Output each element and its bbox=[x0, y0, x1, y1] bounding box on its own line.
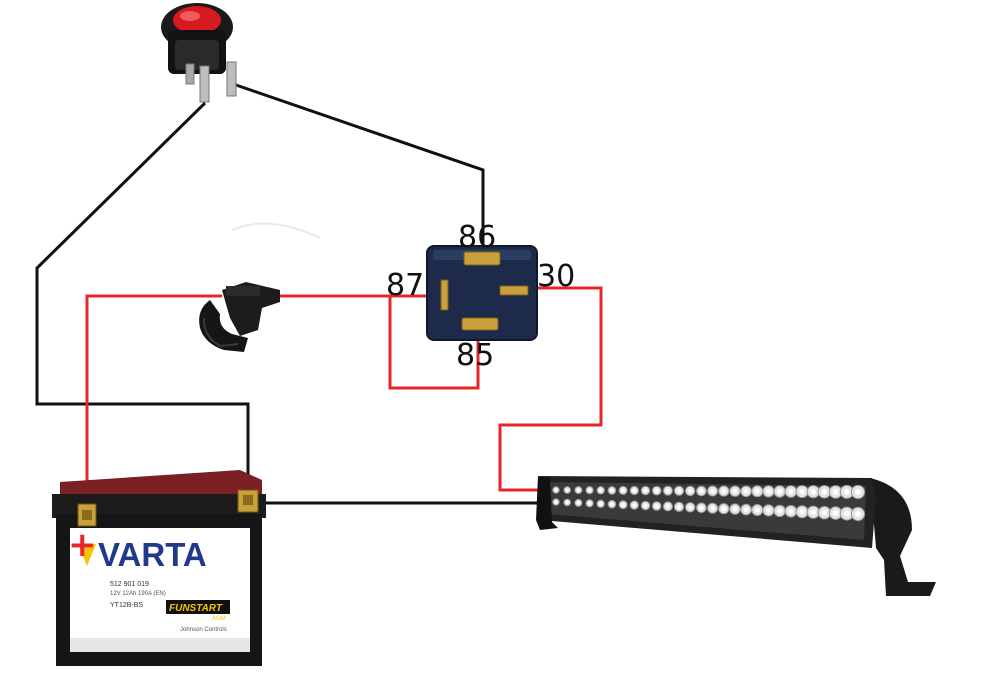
led-lens-center bbox=[665, 504, 670, 509]
led-lens-center bbox=[777, 488, 783, 495]
led-lens-center bbox=[810, 509, 816, 515]
led-lens-center bbox=[721, 488, 727, 494]
relay-pin-label-85: 85 bbox=[456, 338, 494, 373]
led-lens-center bbox=[565, 500, 569, 504]
led-lens-center bbox=[710, 488, 715, 494]
led-lens-center bbox=[688, 488, 693, 493]
led-lens-center bbox=[855, 489, 861, 495]
battery-spec-line: 12V 12Ah 190A (EN) bbox=[110, 591, 166, 597]
led-lens-center bbox=[832, 510, 839, 516]
led-lens-center bbox=[565, 488, 569, 492]
led-lens-center bbox=[665, 488, 670, 493]
relay-body bbox=[426, 245, 538, 341]
led-lens-center bbox=[632, 488, 637, 493]
relay: 86 87 30 85 bbox=[386, 220, 575, 373]
lightbar-right-bracket bbox=[870, 478, 936, 596]
led-lens-center bbox=[710, 506, 715, 511]
relay-terminal-85 bbox=[461, 317, 499, 331]
led-lens-center bbox=[688, 505, 693, 510]
led-lens-center bbox=[843, 510, 850, 517]
led-lens-center bbox=[699, 505, 704, 510]
led-lens-center bbox=[643, 503, 648, 508]
led-lens-center bbox=[788, 489, 794, 495]
led-lens-center bbox=[777, 508, 783, 514]
switch-to-relay-86-wire bbox=[235, 83, 485, 248]
relay-terminal-86 bbox=[463, 251, 501, 266]
led-lens-center bbox=[588, 501, 592, 505]
power-wires bbox=[85, 286, 603, 520]
battery-top bbox=[60, 470, 262, 500]
led-lens-center bbox=[754, 507, 760, 513]
led-lens-center bbox=[554, 488, 558, 492]
varta-triangle-icon bbox=[78, 544, 96, 566]
led-lens-center bbox=[599, 488, 603, 492]
switch-terminal-2 bbox=[226, 61, 237, 97]
led-lens-center bbox=[643, 488, 648, 493]
led-lens-center bbox=[632, 503, 637, 507]
switch bbox=[161, 3, 237, 103]
battery-model: YT12B-BS bbox=[110, 602, 143, 609]
battery-maker: Johnson Controls bbox=[180, 627, 227, 633]
relay-terminal-87 bbox=[440, 279, 449, 311]
lightbar-left-bracket bbox=[536, 476, 558, 530]
led-lens-center bbox=[610, 488, 614, 493]
led-lens-center bbox=[732, 488, 738, 494]
led-lens-center bbox=[799, 509, 805, 515]
led-lens-center bbox=[610, 502, 614, 506]
relay-pin-label-30: 30 bbox=[537, 259, 575, 294]
led-lens-center bbox=[743, 488, 749, 494]
relay-87-to-85-loop-wire bbox=[388, 294, 480, 390]
funstart-badge bbox=[166, 600, 230, 614]
switch-button bbox=[173, 6, 221, 34]
battery-brand: VARTA bbox=[98, 536, 207, 573]
led-lens-center bbox=[676, 488, 682, 493]
led-lens-center bbox=[821, 509, 828, 516]
led-light-bar bbox=[536, 476, 936, 596]
led-lens-center bbox=[699, 488, 704, 494]
switch-to-battery-wire bbox=[35, 101, 250, 490]
led-lens-center bbox=[855, 511, 861, 517]
led-lens-center bbox=[832, 489, 839, 495]
relay-pin-label-87: 87 bbox=[386, 268, 424, 303]
led-lens-center bbox=[821, 489, 828, 495]
led-lens-center bbox=[576, 501, 581, 505]
led-lens-center bbox=[810, 489, 816, 495]
battery-to-fuse-wire bbox=[85, 294, 222, 520]
led-lens-center bbox=[766, 507, 771, 513]
led-lens-center bbox=[799, 488, 805, 495]
led-lens-center bbox=[766, 488, 771, 494]
led-lens-center bbox=[732, 506, 738, 512]
battery-part-number: 512 901 019 bbox=[110, 581, 149, 588]
switch-terminal-1 bbox=[199, 65, 210, 103]
led-lens-center bbox=[721, 506, 727, 512]
relay-30-to-lightbar-wire bbox=[498, 286, 603, 492]
led-lens-center bbox=[599, 502, 603, 506]
battery-positive-marker: + bbox=[68, 525, 97, 565]
battery: VARTA 512 901 019 12V 12Ah 190A (EN) YT1… bbox=[52, 470, 266, 666]
battery-product-line: FUNSTART bbox=[169, 603, 223, 614]
led-lens-center bbox=[621, 488, 625, 493]
relay-terminal-30 bbox=[499, 285, 529, 296]
relay-pin-label-86: 86 bbox=[458, 220, 496, 255]
led-lens-center bbox=[743, 507, 749, 512]
led-lens-center bbox=[676, 504, 682, 509]
led-lens-center bbox=[788, 508, 794, 514]
battery-product-sub: AGM bbox=[212, 616, 226, 622]
led-lens-center bbox=[654, 504, 659, 508]
led-lens-center bbox=[754, 488, 760, 494]
led-lens-center bbox=[576, 488, 581, 492]
led-lens-center bbox=[554, 500, 558, 504]
fuse-holder bbox=[199, 222, 321, 352]
ground-wires bbox=[35, 83, 545, 505]
battery-label bbox=[70, 528, 250, 652]
led-lens-center bbox=[843, 489, 850, 495]
led-lens-center bbox=[654, 488, 659, 493]
lightbar-led-array bbox=[552, 484, 866, 522]
led-lens-center bbox=[621, 502, 625, 507]
led-lens-center bbox=[588, 488, 592, 492]
